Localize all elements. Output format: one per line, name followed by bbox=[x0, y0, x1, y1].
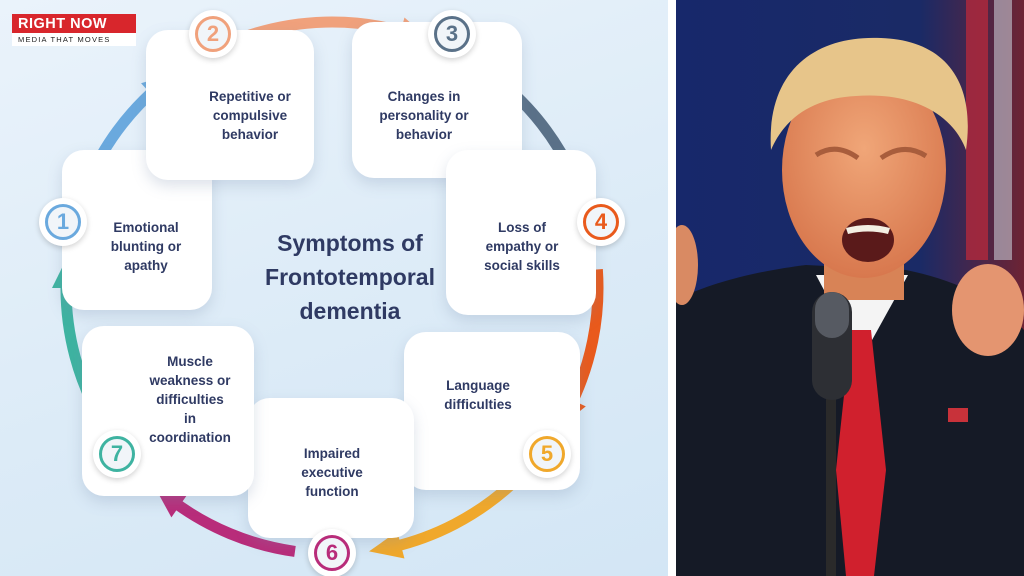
ring-segment-6 bbox=[168, 496, 296, 557]
step-4-number: 4 bbox=[583, 204, 619, 240]
microphone-grille bbox=[815, 292, 849, 338]
step-6-badge: 6 bbox=[308, 529, 356, 576]
step-6-text-line: Impaired bbox=[303, 446, 361, 461]
logo-tagline: MEDIA THAT MOVES bbox=[12, 33, 136, 46]
face bbox=[782, 62, 946, 278]
step-2-card bbox=[146, 30, 314, 180]
step-4-text: Loss of empathy or social skills bbox=[462, 218, 582, 275]
step-3-text-line: personality or bbox=[379, 108, 469, 123]
step-6-card bbox=[248, 398, 414, 538]
step-3-text-line: behavior bbox=[395, 127, 453, 142]
step-7-badge: 7 bbox=[93, 430, 141, 478]
teeth bbox=[846, 225, 890, 234]
step-7-text-line: coordination bbox=[149, 430, 231, 445]
step-4-badge: 4 bbox=[577, 198, 625, 246]
step-1-number: 1 bbox=[45, 204, 81, 240]
right-hand bbox=[676, 225, 698, 305]
right-now-logo: RIGHT NOW MEDIA THAT MOVES bbox=[12, 14, 136, 46]
step-1-text-line: apathy bbox=[124, 258, 168, 273]
step-7-text-line: weakness or bbox=[149, 373, 231, 388]
step-7-number: 7 bbox=[99, 436, 135, 472]
step-3-text-line: Changes in bbox=[387, 89, 461, 104]
step-2-text-line: compulsive bbox=[212, 108, 288, 123]
step-5-badge: 5 bbox=[523, 430, 571, 478]
step-6-number: 6 bbox=[314, 535, 350, 571]
diagram-title-line-2: Frontotemporal bbox=[265, 264, 435, 290]
step-3-number: 3 bbox=[434, 16, 470, 52]
step-5-text-line: Language bbox=[446, 378, 510, 393]
speaker-photo bbox=[676, 0, 1024, 576]
step-5-text: Language difficulties bbox=[418, 376, 538, 414]
mic-stand bbox=[826, 390, 836, 576]
open-mouth bbox=[842, 218, 894, 262]
step-5-text-line: difficulties bbox=[444, 397, 512, 412]
flag-stripe bbox=[966, 0, 988, 260]
ring-segment-5 bbox=[390, 481, 514, 553]
step-4-text-line: social skills bbox=[484, 258, 560, 273]
step-7-text-line: in bbox=[184, 411, 196, 426]
step-2-text-line: Repetitive or bbox=[209, 89, 291, 104]
diagram-title: Symptoms of Frontotemporal dementia bbox=[230, 226, 470, 328]
panel-divider bbox=[668, 0, 676, 576]
step-2-badge: 2 bbox=[189, 10, 237, 58]
step-6-text-line: function bbox=[305, 484, 359, 499]
step-1-text: Emotional blunting or apathy bbox=[86, 218, 206, 275]
ring-arrowhead-5 bbox=[369, 531, 405, 559]
step-2-text: Repetitive or compulsive behavior bbox=[190, 87, 310, 144]
flag-stripe bbox=[994, 0, 1012, 260]
left-fist bbox=[952, 264, 1024, 356]
logo-brand: RIGHT NOW bbox=[12, 14, 136, 33]
step-6-text: Impaired executive function bbox=[272, 444, 392, 501]
red-tie bbox=[836, 330, 886, 576]
step-7-text: Muscle weakness or difficulties in coordinat… bbox=[130, 352, 250, 447]
step-1-text-line: Emotional bbox=[113, 220, 179, 235]
diagram-title-line-1: Symptoms of bbox=[277, 230, 423, 256]
step-2-text-line: behavior bbox=[221, 127, 279, 142]
flag-pin bbox=[948, 408, 968, 422]
eyebrow bbox=[879, 147, 928, 161]
step-3-badge: 3 bbox=[428, 10, 476, 58]
step-1-text-line: blunting or bbox=[110, 239, 182, 254]
step-7-text-line: Muscle bbox=[167, 354, 213, 369]
step-4-text-line: empathy or bbox=[485, 239, 559, 254]
step-7-text-line: difficulties bbox=[156, 392, 224, 407]
symptoms-infographic: Emotional blunting or apathy Repetitive or… bbox=[0, 0, 668, 576]
step-2-number: 2 bbox=[195, 16, 231, 52]
step-3-text: Changes in personality or behavior bbox=[364, 87, 484, 144]
step-4-card bbox=[446, 150, 596, 315]
step-4-text-line: Loss of bbox=[497, 220, 546, 235]
eyebrow bbox=[814, 146, 860, 161]
step-6-text-line: executive bbox=[301, 465, 363, 480]
step-1-badge: 1 bbox=[39, 198, 87, 246]
hair bbox=[770, 37, 968, 150]
step-5-number: 5 bbox=[529, 436, 565, 472]
diagram-title-line-3: dementia bbox=[299, 298, 401, 324]
